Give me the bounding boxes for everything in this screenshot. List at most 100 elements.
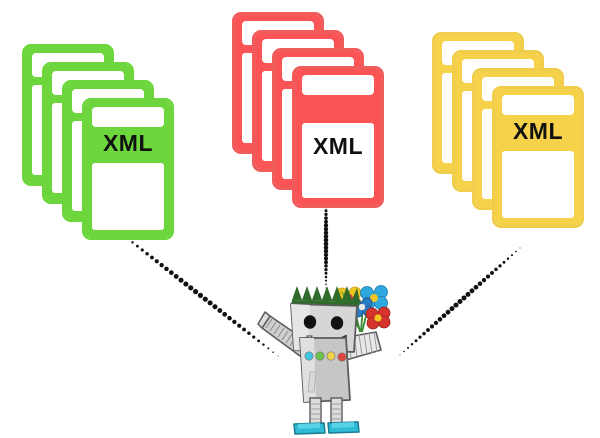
- connector-dot: [168, 270, 174, 276]
- connector-dot: [502, 260, 506, 264]
- connector-dot: [324, 267, 328, 272]
- robot-legs: [309, 397, 343, 427]
- connector-dot: [324, 209, 328, 213]
- connector-dot: [485, 274, 491, 279]
- connector-dot: [323, 245, 329, 250]
- document-window: [92, 107, 164, 127]
- robot-torso: [299, 337, 351, 403]
- connector-dot: [506, 257, 510, 260]
- connector-dot: [477, 281, 483, 286]
- button-red: [337, 352, 347, 362]
- connector-dot: [323, 241, 329, 247]
- connector-dot: [135, 244, 139, 248]
- document-body: [502, 151, 574, 218]
- connector-dot: [414, 339, 418, 343]
- connector-dot: [202, 296, 208, 302]
- connector-dot: [154, 259, 159, 264]
- document-window: [502, 95, 574, 115]
- connector-dot: [207, 300, 213, 306]
- button-cyan: [304, 351, 314, 361]
- connector-dot: [323, 252, 329, 258]
- connector-dot: [519, 247, 521, 249]
- connector-dot: [323, 230, 329, 236]
- connector-dot: [164, 266, 169, 272]
- connector-dot: [150, 255, 154, 260]
- connector-dot: [490, 271, 494, 275]
- xml-label-green: XML: [102, 130, 154, 156]
- connector-dot: [323, 223, 329, 228]
- connector-right-to-robot: [399, 247, 521, 356]
- connector-dot: [406, 346, 410, 349]
- connector-dot: [418, 335, 422, 339]
- connector-dot: [469, 288, 475, 294]
- connector-dot: [323, 237, 329, 243]
- connector-dot: [449, 306, 455, 312]
- document-body: [302, 123, 374, 198]
- flower-red: [365, 306, 391, 330]
- connector-dot: [197, 292, 204, 298]
- robot-eye-right: [330, 316, 344, 330]
- connector-dot: [323, 256, 329, 261]
- connector-dot: [422, 331, 426, 336]
- xml-stack-red: XML: [228, 8, 384, 208]
- connector-dot: [212, 304, 218, 310]
- connector-dot: [426, 328, 430, 332]
- connector-dot: [453, 302, 459, 308]
- connector-dot: [457, 299, 463, 304]
- connector-dot: [437, 317, 443, 322]
- connector-dot: [324, 219, 328, 224]
- connector-dot: [222, 311, 228, 317]
- connector-dot: [217, 308, 223, 313]
- connector-dot: [433, 320, 439, 326]
- connector-dot: [323, 226, 329, 232]
- connector-dot: [188, 285, 194, 291]
- connector-dot: [461, 295, 467, 301]
- xml-stack-yellow: XML: [428, 28, 584, 228]
- connector-dot: [324, 264, 328, 268]
- xml-label-yellow: XML: [512, 118, 564, 144]
- robot-shoes: [293, 421, 360, 435]
- connector-dot: [473, 284, 479, 290]
- xml-stack-green: XML: [18, 40, 174, 240]
- connector-dot: [324, 260, 328, 265]
- connector-dot: [178, 277, 184, 283]
- connector-dot: [441, 313, 447, 319]
- connector-dot: [242, 327, 246, 332]
- document-window: [302, 75, 374, 95]
- xml-document-green-1: XML: [82, 98, 174, 240]
- connector-dot: [140, 248, 144, 252]
- button-yellow: [326, 351, 336, 361]
- xml-document-red-1: XML: [292, 66, 384, 208]
- connector-dot: [237, 323, 242, 328]
- connector-dot: [227, 315, 232, 321]
- connector-dot: [403, 350, 405, 353]
- connector-dot: [465, 291, 471, 297]
- robot-mascot: [257, 285, 391, 435]
- connector-dot: [232, 319, 237, 325]
- connector-dot: [324, 212, 328, 217]
- xml-document-yellow-1: XML: [492, 86, 584, 228]
- connector-dot: [131, 241, 134, 244]
- connector-center-to-robot: [323, 195, 329, 289]
- connector-dot: [323, 248, 329, 254]
- connector-dot: [494, 267, 498, 272]
- connector-dot: [323, 234, 329, 239]
- connector-dot: [429, 324, 435, 329]
- connector-dot: [173, 274, 179, 279]
- robot-eye-left: [303, 315, 317, 329]
- connector-dot: [145, 251, 149, 256]
- connector-dot: [324, 216, 328, 220]
- connector-dot: [159, 262, 164, 268]
- connector-dot: [192, 289, 199, 295]
- button-green: [315, 351, 325, 361]
- connector-dot: [183, 281, 189, 287]
- connector-dot: [410, 343, 414, 346]
- connector-dot: [445, 309, 451, 315]
- connector-dot: [515, 250, 517, 253]
- connector-dot: [324, 271, 328, 275]
- connector-dot: [510, 254, 514, 257]
- document-body: [92, 163, 164, 230]
- connector-dot: [498, 264, 502, 268]
- connector-dot: [481, 277, 487, 283]
